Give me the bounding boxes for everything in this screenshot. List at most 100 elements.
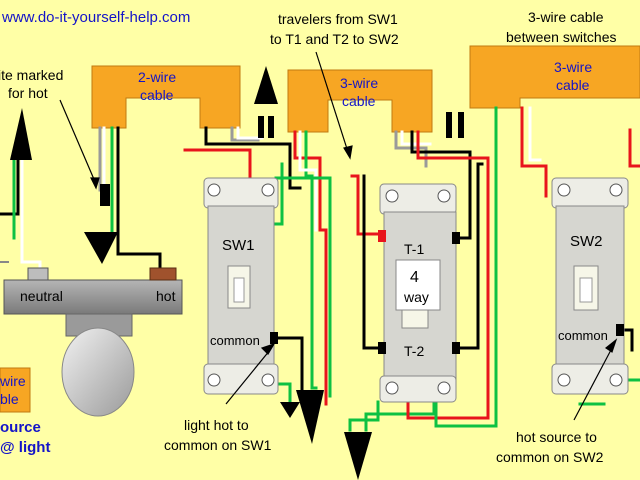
hot-source-note-2: common on SW2 xyxy=(496,449,604,465)
wire-nut-3wa-b xyxy=(458,112,464,138)
wire-black-3wa xyxy=(410,130,472,240)
white-marked-label-2: for hot xyxy=(8,85,48,101)
wire-red-sw2-right xyxy=(628,128,640,168)
arrow-light-hot xyxy=(225,349,271,405)
4way-center-number: 4 xyxy=(410,269,419,286)
cable-3wire-b-jacket xyxy=(469,45,640,109)
sw2-common-label: common xyxy=(558,328,608,343)
wire-red-traveler xyxy=(293,130,328,406)
arrow-white-marked xyxy=(59,99,97,185)
cable-2wire-label-2: cable xyxy=(140,87,174,103)
arrow-travelers xyxy=(315,51,349,153)
wire-red-4way-left xyxy=(350,174,386,236)
wire-nut-travelers xyxy=(296,390,324,444)
hot-source-note-1: hot source to xyxy=(516,429,597,445)
travelers-label-2: to T1 and T2 to SW2 xyxy=(270,31,399,47)
arrow-hot-source xyxy=(573,347,613,421)
white-marked-label-1: ite marked xyxy=(0,67,63,83)
wire-nut-connector-a xyxy=(258,116,264,138)
wire-nut-connector-b xyxy=(268,116,274,138)
wire-nut-2wire-top xyxy=(254,66,278,104)
wire-black-4way-left xyxy=(362,174,386,350)
fixture-neutral-terminal xyxy=(27,267,49,281)
wire-nut-3wa-a xyxy=(446,112,452,138)
wire-black-4way-right xyxy=(456,162,484,350)
4way-t2-label: T-2 xyxy=(404,343,424,359)
bulb xyxy=(61,327,135,417)
light-fixture: neutral hot xyxy=(3,267,183,417)
cable-3wire-a-label-2: cable xyxy=(342,93,376,109)
travelers-label-1: travelers from SW1 xyxy=(278,11,398,27)
cable-2wire-left-label-1: wire xyxy=(0,373,26,389)
sw2-toggle-lever xyxy=(579,277,593,303)
wire-green-1 xyxy=(274,176,332,398)
sw1-screw-bl xyxy=(207,373,221,387)
wire-black-sw1 xyxy=(204,126,302,190)
sw1-name-label: SW1 xyxy=(222,237,255,254)
wire-white-traveler xyxy=(298,130,318,232)
wire-nut-splice xyxy=(100,184,110,206)
cable-3wire-b-label-1: 3-wire xyxy=(554,59,592,75)
4way-terminal-tl xyxy=(378,230,386,242)
fixture-plate xyxy=(3,279,183,315)
4way-t1-label: T-1 xyxy=(404,241,424,257)
switch-sw2: SW2 common xyxy=(551,177,629,395)
wire-black-2wire xyxy=(116,126,162,274)
wire-red-sw1-top xyxy=(183,148,252,182)
wire-nuts xyxy=(10,66,464,480)
wire-black-source xyxy=(0,158,20,216)
wire-white-source xyxy=(20,158,42,274)
wire-nut-4way-bottom xyxy=(344,432,372,480)
sw1-strap-bottom xyxy=(203,363,279,395)
wire-white-sw1 xyxy=(236,126,264,140)
fixture-hot-terminal xyxy=(149,267,177,281)
wire-red-3wa xyxy=(406,130,490,420)
cable-2wire-left-jacket xyxy=(0,367,31,413)
wire-black-sw1-common xyxy=(276,336,304,394)
sw1-screw-tr xyxy=(261,183,275,197)
switch-sw1: SW1 common xyxy=(203,177,279,395)
arrowhead-light-hot xyxy=(260,342,276,355)
switch-4way: T-1 4 way T-2 xyxy=(378,183,460,403)
light-hot-note-2: common on SW1 xyxy=(164,437,272,453)
wire-green-traveler xyxy=(304,130,318,390)
pointer-arrows xyxy=(59,51,618,421)
cable-3wire-a-label-1: 3-wire xyxy=(340,75,378,91)
4way-screw-tl xyxy=(385,189,399,203)
sw2-screw-tr xyxy=(609,183,623,197)
sw1-screw-tl xyxy=(207,183,221,197)
wire-green-4way-bottom2 xyxy=(364,400,436,432)
4way-terminal-bl xyxy=(378,342,386,354)
wire-green-4way-bottom xyxy=(348,400,380,432)
4way-center-box xyxy=(395,259,441,311)
4way-screw-tr xyxy=(437,189,451,203)
wire-white-3wa xyxy=(400,130,432,146)
wire-green-3wa xyxy=(434,106,498,428)
wire-nut-sw1-ground xyxy=(280,402,300,418)
between-switches-label-2: between switches xyxy=(506,29,617,45)
light-hot-note-1: light hot to xyxy=(184,417,249,433)
arrowhead-hot-source xyxy=(604,338,618,353)
sw1-toggle-lever xyxy=(233,277,245,303)
4way-screw-bl xyxy=(385,381,399,395)
sw1-screw-br xyxy=(261,373,275,387)
4way-center-word: way xyxy=(403,289,429,305)
4way-terminal-br xyxy=(452,342,460,354)
website-url: www.do-it-yourself-help.com xyxy=(1,9,190,26)
source-light-label-2: @ light xyxy=(0,439,50,456)
sw2-common-terminal xyxy=(616,324,624,336)
text-labels: www.do-it-yourself-help.com ite marked f… xyxy=(0,9,617,465)
wire-white-sw2 xyxy=(528,106,542,162)
fixture-neutral-label: neutral xyxy=(20,288,63,304)
wire-gray-sw1 xyxy=(230,126,260,142)
source-light-label-1: ource xyxy=(0,419,41,436)
wire-red-sw2 xyxy=(520,106,548,198)
between-switches-label-1: 3-wire cable xyxy=(528,9,604,25)
sw1-common-terminal xyxy=(270,332,278,344)
sw2-strap-bottom xyxy=(551,363,629,395)
arrowhead-white-marked xyxy=(90,177,100,190)
cable-3wire-b-label-2: cable xyxy=(556,77,590,93)
fixture-hot-label: hot xyxy=(156,288,176,304)
